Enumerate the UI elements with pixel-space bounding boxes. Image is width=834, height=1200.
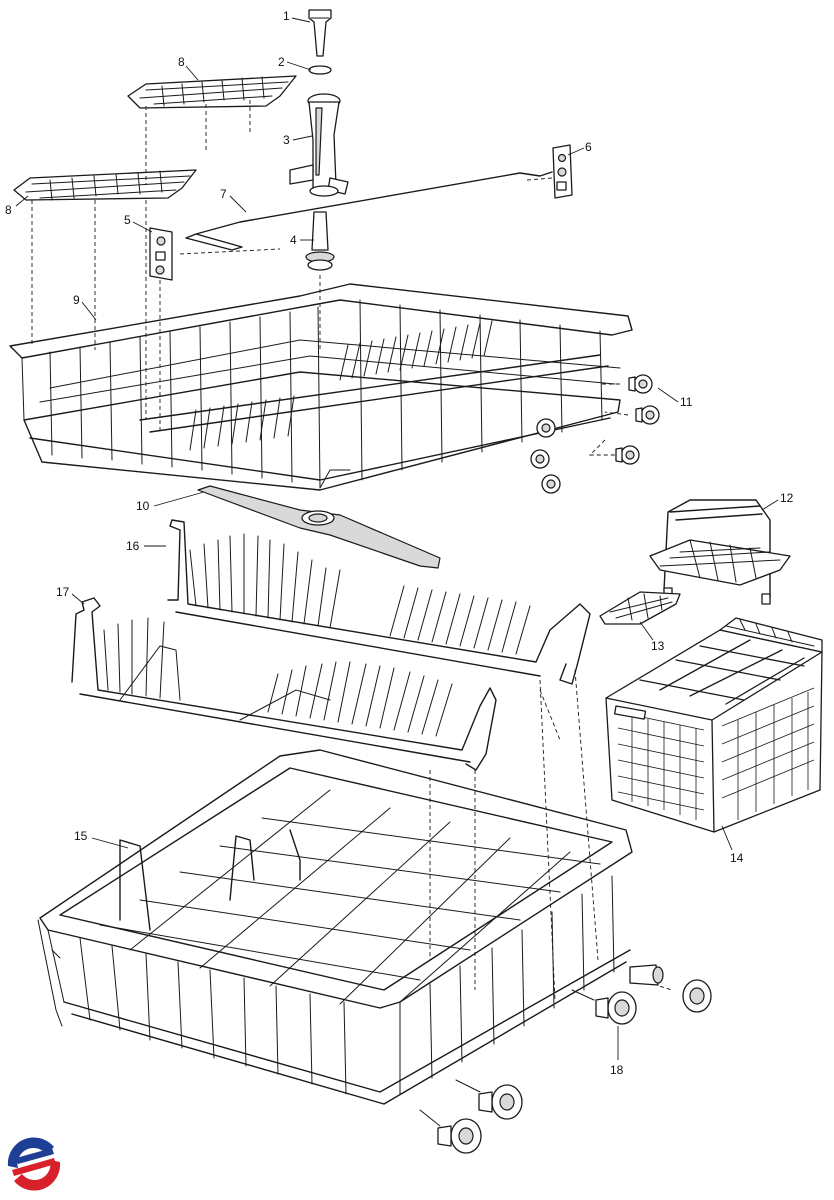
callout-8-lower: 8: [5, 203, 12, 217]
part-6-bracket: [552, 144, 573, 199]
callout-8-upper: 8: [178, 55, 185, 69]
part-1-nozzle: [308, 9, 332, 57]
part-18-rack-wheels: [419, 964, 712, 1154]
callout-1: 1: [283, 9, 290, 23]
part-14-cutlery-basket: [605, 617, 823, 833]
brand-logo: [4, 1134, 64, 1194]
part-7-water-rail: [185, 171, 553, 251]
callout-4: 4: [290, 233, 297, 247]
callout-10: 10: [136, 499, 150, 513]
part-5-bracket: [149, 227, 173, 281]
callout-6: 6: [585, 140, 592, 154]
callout-7: 7: [220, 187, 227, 201]
callout-11: 11: [680, 395, 693, 409]
part-10-spray-arm: [197, 485, 441, 569]
part-16-tine-rack: [167, 519, 591, 685]
callout-2: 2: [278, 55, 285, 69]
callout-leader-lines: [15, 17, 779, 1060]
callout-9: 9: [73, 293, 80, 307]
callout-5: 5: [124, 213, 131, 227]
callout-labels: 1 2 3 4 5 6 7 8 8 9 10 11 12 13 14 15 16…: [5, 9, 794, 1077]
callout-12: 12: [780, 491, 794, 505]
part-13-insert: [599, 591, 681, 625]
callout-16: 16: [126, 539, 140, 553]
part-3-spray-tube: [289, 93, 349, 197]
callout-17: 17: [56, 585, 70, 599]
callout-15: 15: [74, 829, 88, 843]
part-15-lower-rack: [37, 749, 633, 1105]
part-4-nozzle: [305, 211, 335, 271]
callout-18: 18: [610, 1063, 624, 1077]
part-12-folding-rack: [649, 499, 791, 605]
assembly-guide-lines-upper: [31, 100, 553, 430]
part-8-cup-shelf-lower: [13, 169, 197, 201]
callout-13: 13: [651, 639, 665, 653]
part-8-cup-shelf-upper: [127, 75, 297, 109]
part-11-rack-wheels: [530, 374, 660, 494]
part-9-upper-rack: [9, 283, 633, 491]
callout-14: 14: [730, 851, 744, 865]
part-2-o-ring: [308, 65, 332, 75]
part-17-tine-rack: [71, 597, 497, 771]
callout-3: 3: [283, 133, 290, 147]
